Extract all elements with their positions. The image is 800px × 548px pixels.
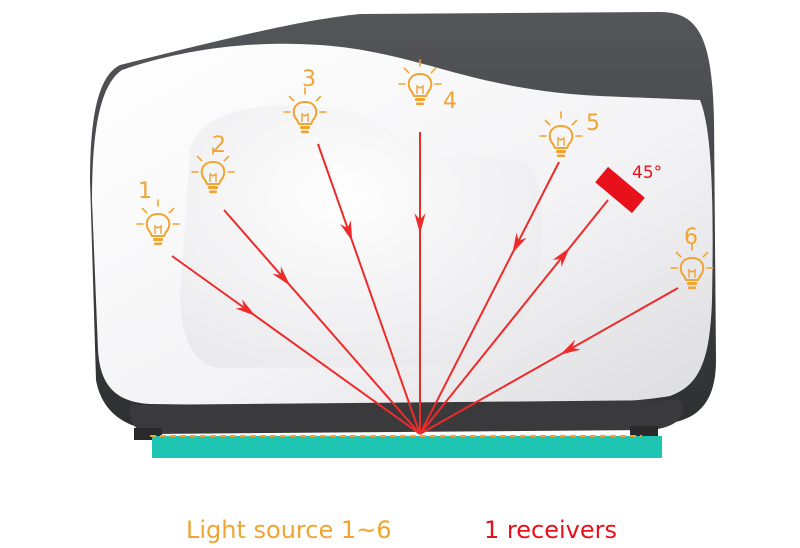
bulb-filament [209, 172, 217, 182]
bulb-glass [292, 100, 318, 125]
bulb-base-tip [209, 190, 217, 194]
light-rays [171, 132, 679, 435]
bulb-icon-2 [191, 147, 235, 194]
bulb-glass [679, 256, 705, 281]
bulb-base [415, 98, 425, 101]
bulb-icon-4 [398, 59, 442, 106]
bulb-base [687, 282, 697, 285]
light-source-label-5: 5 [586, 111, 600, 136]
incident-ray-arrow-1 [235, 299, 256, 316]
bulb-base-tip [557, 154, 565, 158]
receiver-angle-label: 45° [632, 163, 662, 183]
incident-ray-1 [171, 255, 421, 435]
bulb-base [208, 186, 218, 189]
light-source-label-1: 1 [138, 179, 152, 204]
bulb-filament [557, 136, 565, 146]
light-source-label-6: 6 [684, 225, 698, 250]
bulb-icon-3 [283, 87, 327, 134]
bulb-glow-line [430, 67, 437, 74]
reflected-ray-arrow [552, 247, 570, 268]
device-base [129, 400, 684, 434]
caption-receivers: 1 receivers [484, 516, 617, 544]
bulb-base [153, 238, 163, 241]
receiver: 45° [595, 163, 662, 214]
bulb-glow-line [403, 67, 410, 74]
bulb-base-tip [301, 130, 309, 134]
caption-light-sources: Light source 1~6 [186, 516, 392, 544]
bulb-glow-line [675, 251, 682, 258]
incident-ray-arrow-2 [272, 266, 291, 286]
bulb-icon-1 [136, 199, 180, 246]
device-foot-right [630, 426, 658, 438]
bulb-filament [301, 112, 309, 122]
bulb-base-tip [416, 102, 424, 106]
bulb-filament [416, 84, 424, 94]
bulb-glow-line [196, 155, 203, 162]
incident-ray-5 [419, 161, 560, 435]
bulb-glow-line [141, 207, 148, 214]
bulb-glow-line [544, 119, 551, 126]
bulb-glow-line [315, 95, 322, 102]
bulb-base [300, 126, 310, 129]
bulb-base-tip [688, 286, 696, 290]
light-sources: 1 2 3 4 5 6 [136, 59, 714, 290]
bulb-base-tip [154, 242, 162, 246]
bulb-icon-6 [670, 243, 714, 290]
incident-ray-arrow-6 [560, 339, 581, 355]
bulb-glow-line [168, 207, 175, 214]
incident-ray-6 [419, 287, 679, 435]
bulb-glow-line [288, 95, 295, 102]
receiver-detector [595, 166, 645, 214]
bulb-base [556, 150, 566, 153]
incident-ray-arrow-3 [340, 220, 353, 242]
reflected-ray [419, 199, 609, 435]
bulb-glass [200, 160, 226, 185]
incident-ray-2 [223, 209, 421, 435]
bulb-filament [688, 268, 696, 278]
device-recess [180, 105, 542, 368]
bulb-glass [548, 124, 574, 149]
bulb-glass [145, 212, 171, 237]
bulb-glow-line [571, 119, 578, 126]
device-body [90, 12, 716, 440]
bulb-icon-5 [539, 111, 583, 158]
light-source-label-2: 2 [212, 133, 226, 158]
bulb-glow-line [702, 251, 709, 258]
light-source-label-3: 3 [302, 67, 316, 92]
incident-ray-arrow-5 [512, 232, 527, 254]
bulb-glass [407, 72, 433, 97]
sample-plate [152, 436, 662, 458]
incident-ray-arrow-4 [414, 213, 426, 234]
light-source-label-4: 4 [443, 89, 457, 114]
bulb-glow-line [223, 155, 230, 162]
bulb-filament [154, 224, 162, 234]
incident-ray-3 [317, 143, 421, 435]
